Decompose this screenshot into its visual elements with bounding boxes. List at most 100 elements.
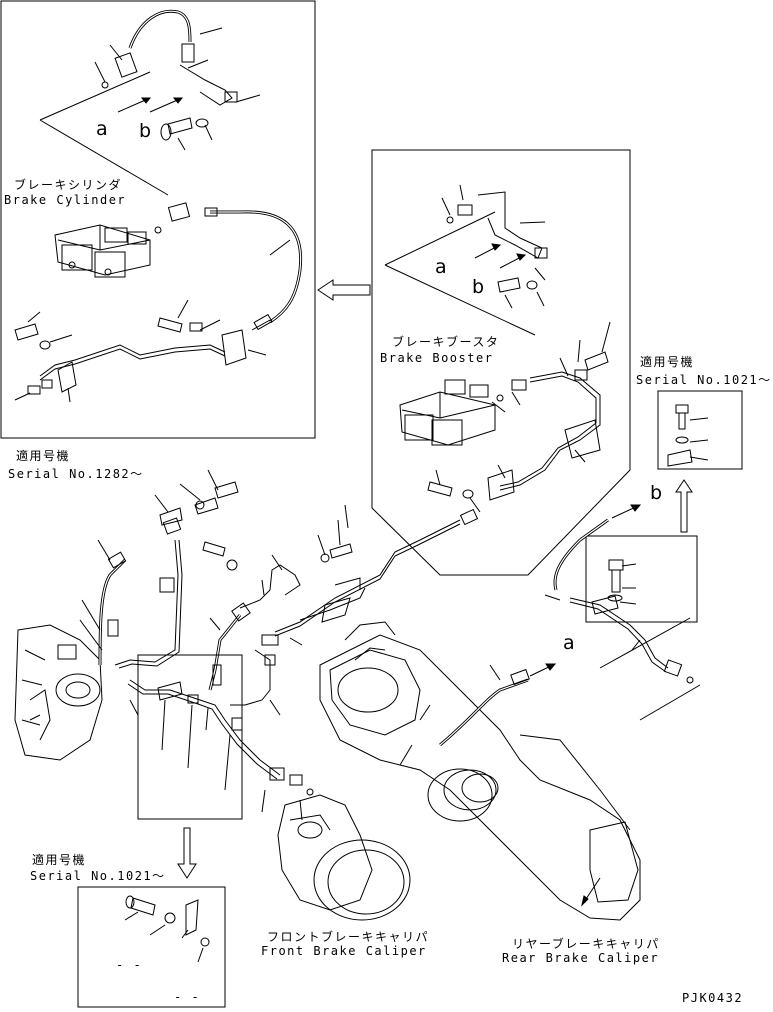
- leader: [631, 639, 641, 651]
- bracket: [221, 329, 247, 366]
- hose-fitting: [204, 207, 218, 217]
- bolt-head: [160, 123, 172, 141]
- front-hose-left: [98, 558, 127, 666]
- bracket: [57, 361, 77, 393]
- brake-pipe-center: [114, 539, 179, 666]
- front-axle-left: [14, 624, 103, 761]
- washer: [39, 340, 51, 350]
- clip: [41, 379, 53, 389]
- applicable-label-1021-right: 適用号機: [640, 355, 695, 369]
- booster-leaders: [435, 321, 611, 513]
- marker-a-rear: a: [563, 632, 575, 654]
- leader-rear-a: [599, 617, 691, 669]
- brake-booster-frame: [371, 149, 631, 576]
- marker-a-booster: a: [435, 256, 447, 278]
- rear-axle-assembly: [319, 621, 641, 921]
- fitting: [510, 668, 530, 686]
- washer: [226, 559, 238, 571]
- washer: [462, 489, 474, 499]
- hose-fitting: [114, 52, 138, 78]
- connector: [224, 91, 238, 103]
- center-leaders: [29, 469, 431, 821]
- applicable-label-1021-bottom: 適用号機: [32, 853, 87, 867]
- washer: [195, 118, 209, 128]
- fitting: [107, 551, 127, 569]
- brake-hose-b: [553, 518, 609, 591]
- brake-hose-long: [210, 210, 303, 324]
- flare-nut: [27, 385, 41, 395]
- inset-dash-mark-1: - -: [116, 958, 143, 972]
- o-ring: [686, 676, 694, 684]
- fitting: [663, 659, 683, 677]
- fitting: [511, 379, 527, 391]
- center-detail-inset: [137, 654, 243, 820]
- bracket: [321, 597, 351, 623]
- hose-fitting: [181, 43, 195, 63]
- part-leaders-top: [94, 27, 261, 151]
- marker-b-rear: b: [650, 482, 663, 504]
- tee: [159, 507, 183, 526]
- inset-dash-mark-2: - -: [174, 990, 201, 1004]
- fitting: [269, 767, 285, 781]
- o-ring: [154, 226, 162, 234]
- fitting: [231, 602, 251, 622]
- fitting: [162, 517, 182, 535]
- bolt: [167, 117, 193, 135]
- pipe: [230, 649, 271, 706]
- brake-pipe-front: [127, 683, 278, 780]
- brake-cylinder-label-en: Brake Cylinder: [4, 193, 127, 207]
- fitting: [107, 619, 119, 637]
- bolt: [14, 323, 39, 341]
- arrow-b: [630, 504, 642, 512]
- pipe: [299, 587, 366, 621]
- bolt: [214, 481, 239, 499]
- brake-pipe-junction: [239, 564, 301, 609]
- marker-b-booster: b: [472, 276, 485, 298]
- brake-pipe-front: [129, 679, 281, 776]
- leader-a-booster: [384, 211, 496, 266]
- brake-pipe-booster: [499, 375, 597, 487]
- brake-booster-body: [399, 379, 496, 446]
- fitting: [459, 508, 479, 526]
- serial-inset-mid: [585, 535, 698, 623]
- direction-arrow-up: [675, 479, 693, 533]
- brake-pipe: [39, 348, 226, 381]
- front-caliper-label-en: Front Brake Caliper: [261, 944, 427, 958]
- direction-arrow-left: [317, 279, 371, 301]
- serial-1282: Serial No.1282～: [8, 467, 144, 481]
- leader-b-booster: [384, 264, 536, 336]
- arrow-a: [545, 663, 557, 671]
- brake-booster-label-jp: ブレーキブースタ: [392, 335, 500, 349]
- applicable-label-1282: 適用号機: [16, 449, 71, 463]
- washer: [574, 369, 588, 381]
- part-leaders-mid: [27, 239, 291, 403]
- brake-hose-center: [208, 614, 242, 691]
- inset-mid-parts: [591, 559, 637, 615]
- fitting: [289, 774, 303, 786]
- leader-a-left: [39, 71, 151, 121]
- washer: [195, 500, 205, 510]
- bracket: [487, 469, 515, 501]
- o-ring: [496, 394, 504, 402]
- leader: [544, 594, 561, 601]
- booster-upper-parts: [441, 184, 548, 309]
- brake-pipe-booster: [499, 371, 601, 491]
- hose-fitting: [253, 313, 273, 331]
- serial-1021-inset-bottom: [77, 886, 226, 1008]
- o-ring: [101, 81, 109, 89]
- leader-b-left: [39, 119, 169, 196]
- washer: [189, 322, 203, 332]
- bolt: [157, 317, 183, 333]
- direction-arrow-down: [177, 827, 197, 879]
- bracket: [564, 419, 601, 459]
- bolt: [584, 351, 609, 371]
- main-brake-pipe: [274, 519, 461, 633]
- inset-right-parts: [667, 404, 709, 467]
- tee-fitting: [179, 64, 233, 106]
- front-caliper-label-jp: フロントブレーキキャリパ: [267, 930, 430, 944]
- front-brake-caliper: [277, 794, 411, 921]
- brake-cylinder-frame: [0, 0, 316, 439]
- main-brake-pipe: [274, 523, 461, 637]
- bolt: [194, 497, 219, 515]
